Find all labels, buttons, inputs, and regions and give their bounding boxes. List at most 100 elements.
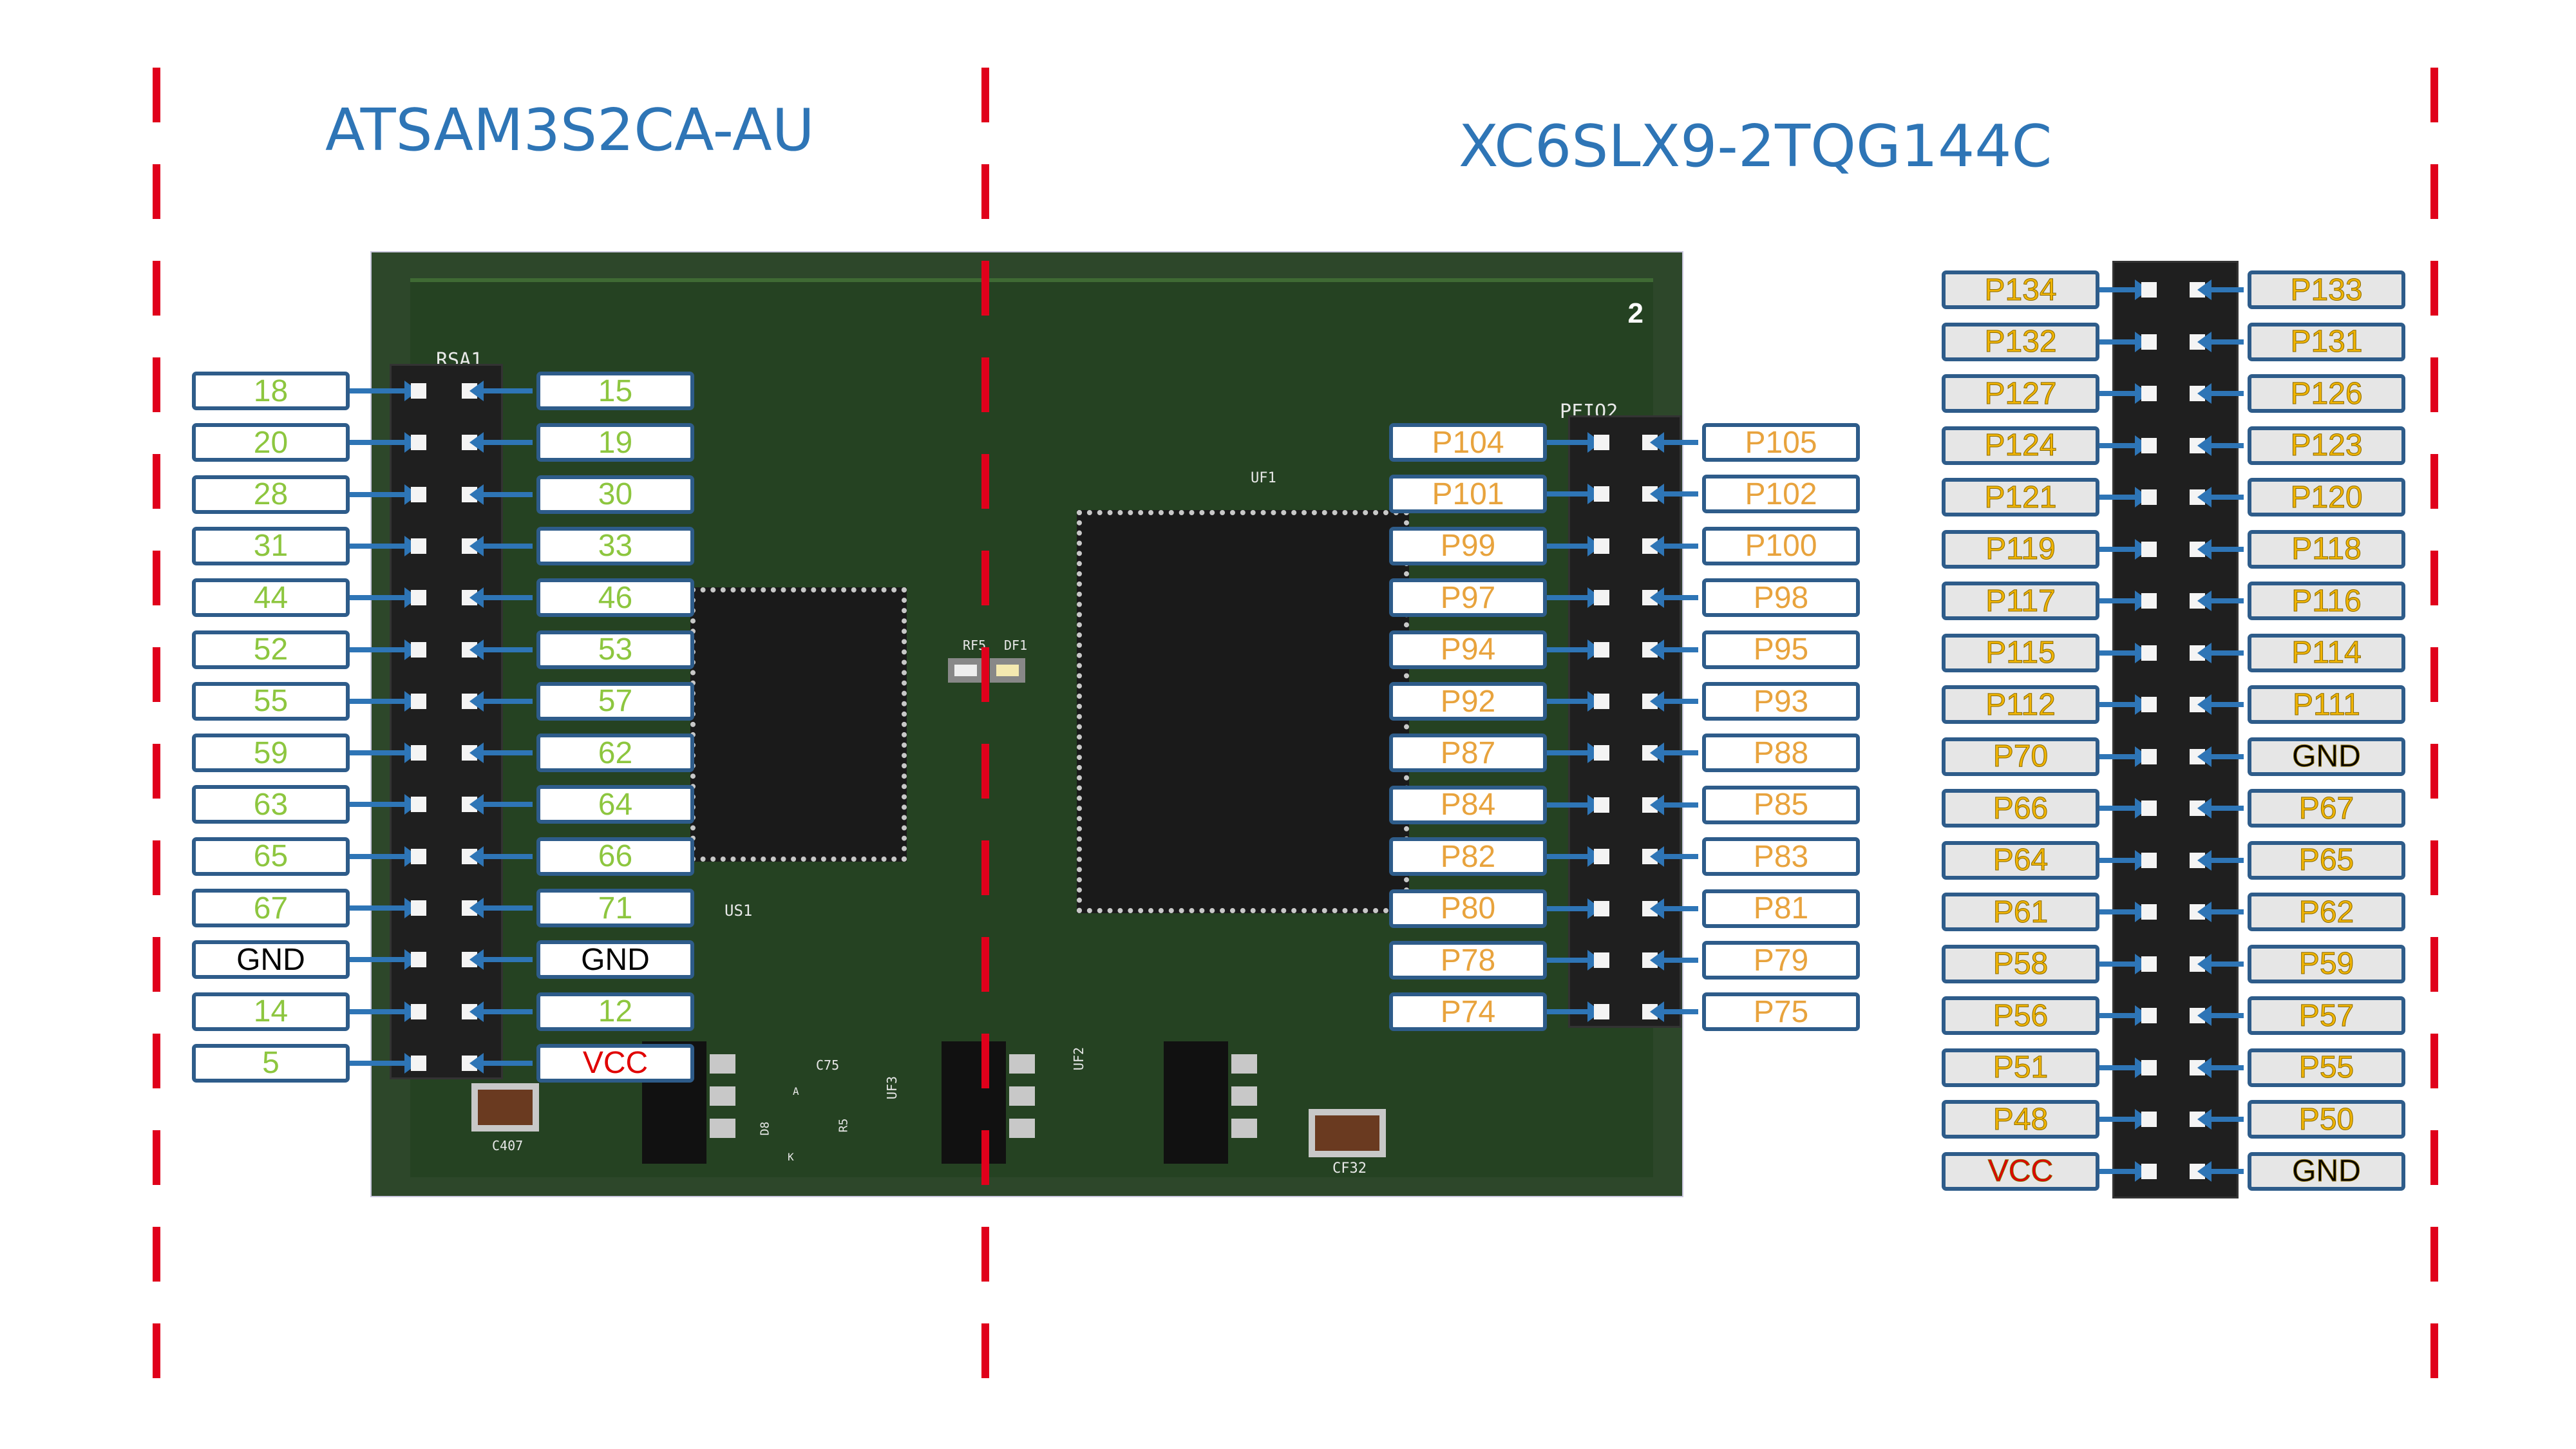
- pin-arrow: [2099, 642, 2149, 663]
- pin-pad: [2141, 645, 2157, 661]
- left_header-pin-label: 71: [536, 889, 694, 927]
- pin-pad: [1594, 797, 1609, 813]
- silk-d8: D8: [758, 1121, 772, 1136]
- pin-arrow: [1547, 846, 1602, 867]
- pin-pad: [411, 383, 426, 399]
- pin-arrow: [1547, 898, 1602, 919]
- pin-arrow: [350, 484, 419, 505]
- pin-pad: [1594, 1004, 1609, 1020]
- pin-arrow: [1650, 950, 1698, 971]
- pin-arrow: [350, 690, 419, 712]
- pin-pad: [2141, 489, 2157, 505]
- pin-arrow: [2099, 591, 2149, 611]
- silk-r5: R5: [837, 1118, 851, 1133]
- left_header-pin-label: GND: [536, 940, 694, 980]
- pin-arrow: [350, 381, 419, 401]
- mid_header-pin-label: P105: [1702, 423, 1860, 462]
- left_header-pin-label: 64: [536, 785, 694, 824]
- pin-arrow: [2197, 279, 2244, 300]
- pin-arrow: [350, 1001, 419, 1022]
- mcu-title: ATSAM3S2CA-AU: [325, 97, 815, 164]
- board-number: 2: [1627, 298, 1643, 329]
- pin-arrow: [1547, 484, 1602, 505]
- mid_header-pin-label: P102: [1702, 475, 1860, 514]
- pin-arrow: [2197, 642, 2244, 663]
- right_header-pin-label: P120: [2248, 478, 2405, 516]
- right_header-pin-label: P117: [1942, 582, 2099, 620]
- capacitor-cf32: [1309, 1109, 1386, 1157]
- pin-pad: [411, 641, 426, 658]
- right_header-pin-label: P118: [2248, 529, 2405, 569]
- mid_header-pin-label: P75: [1702, 992, 1860, 1032]
- pin-pad: [411, 952, 426, 968]
- right_header-pin-label: P70: [1942, 737, 2099, 776]
- pin-pad: [2141, 1163, 2157, 1179]
- right_header-pin-label: VCC: [1942, 1151, 2099, 1191]
- pin-arrow: [469, 846, 533, 867]
- regulator-left-pin: [710, 1119, 735, 1138]
- pin-pad: [1594, 745, 1609, 761]
- pin-arrow: [1650, 432, 1698, 453]
- pin-pad: [1594, 900, 1609, 916]
- right_header-pin-label: P124: [1942, 426, 2099, 465]
- right_header-pin-label: P51: [1942, 1048, 2099, 1087]
- pin-arrow: [1650, 1001, 1698, 1023]
- right_header-pin-label: P48: [1942, 1100, 2099, 1139]
- regulator-uf3-pin: [1009, 1119, 1035, 1138]
- pin-arrow: [2197, 1057, 2244, 1078]
- right_header-pin-label: P61: [1942, 893, 2099, 931]
- mid_header-pin-label: P99: [1389, 526, 1547, 565]
- left_header-pin-label: 63: [192, 785, 350, 824]
- pin-arrow: [350, 535, 419, 556]
- left_header-pin-label: 33: [536, 526, 694, 565]
- pin-arrow: [1547, 794, 1602, 815]
- right_header-pin-label: P67: [2248, 789, 2405, 828]
- pin-arrow: [2099, 383, 2149, 404]
- pin-arrow: [2197, 487, 2244, 507]
- pin-arrow: [2099, 331, 2149, 352]
- pin-arrow: [350, 432, 419, 453]
- right_header-pin-label: P111: [2248, 685, 2405, 724]
- mid_header-pin-label: P83: [1702, 837, 1860, 876]
- resistor-rf5: [948, 658, 983, 683]
- mid_header-pin-label: P81: [1702, 889, 1860, 928]
- pin-arrow: [469, 381, 533, 401]
- divider-right: [2430, 68, 2438, 1381]
- mid_header-pin-label: P85: [1702, 785, 1860, 824]
- right_header-pin-label: P133: [2248, 270, 2405, 309]
- pin-arrow: [2099, 1109, 2149, 1130]
- pin-arrow: [2099, 487, 2149, 507]
- mid_header-pin-label: P95: [1702, 630, 1860, 669]
- pin-arrow: [1547, 691, 1602, 712]
- left_header-pin-label: 19: [536, 423, 694, 462]
- pin-arrow: [2197, 1005, 2244, 1026]
- pin-header-right: [2112, 261, 2239, 1198]
- pin-pad: [2141, 593, 2157, 609]
- right_header-pin-label: P112: [1942, 685, 2099, 724]
- left_header-pin-label: 44: [192, 578, 350, 618]
- mid_header-pin-label: P79: [1702, 941, 1860, 980]
- pin-pad: [2141, 437, 2157, 453]
- pin-pad: [1594, 590, 1609, 606]
- pin-pad: [411, 693, 426, 709]
- right_header-pin-label: P50: [2248, 1100, 2405, 1139]
- mid_header-pin-label: P101: [1389, 475, 1547, 514]
- pin-arrow: [1650, 743, 1698, 764]
- mid_header-pin-label: P88: [1702, 734, 1860, 773]
- pin-arrow: [2197, 591, 2244, 611]
- left_header-pin-label: VCC: [536, 1043, 694, 1083]
- pin-arrow: [1650, 484, 1698, 505]
- mid_header-pin-label: P97: [1389, 578, 1547, 618]
- pin-arrow: [1547, 535, 1602, 556]
- pin-pad: [2141, 956, 2157, 972]
- pin-pad: [1594, 849, 1609, 865]
- silk-cf32: CF32: [1332, 1160, 1367, 1177]
- pin-pad: [411, 745, 426, 761]
- right_header-pin-label: GND: [2248, 737, 2405, 776]
- pin-pad: [2141, 386, 2157, 401]
- right_header-pin-label: P119: [1942, 529, 2099, 569]
- pin-arrow: [1547, 587, 1602, 609]
- pin-pad: [411, 590, 426, 606]
- pin-arrow: [350, 846, 419, 867]
- pin-arrow: [469, 1052, 533, 1074]
